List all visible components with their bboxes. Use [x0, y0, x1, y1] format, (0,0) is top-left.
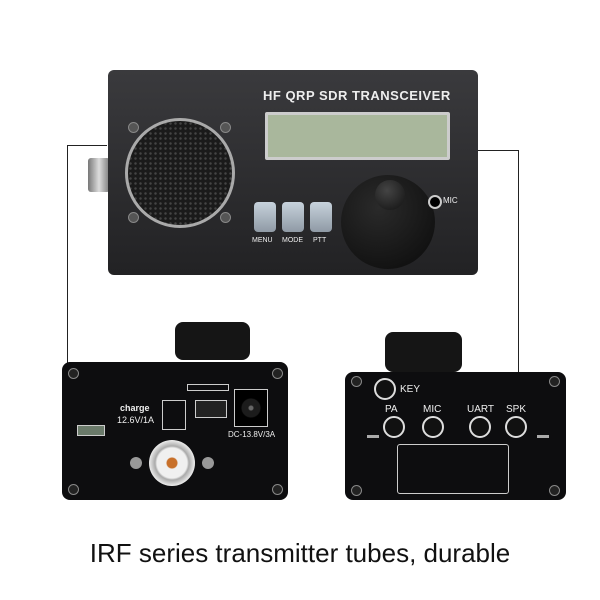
- mode-label: MODE: [282, 237, 303, 244]
- charge-rating: 12.6V/1A: [117, 415, 155, 425]
- mic-jack-label: MIC: [423, 404, 442, 415]
- connector-line: [67, 145, 68, 365]
- transceiver-front: HF QRP SDR TRANSCEIVER MENU MODE PTT MIC: [108, 70, 478, 275]
- ptt-label: PTT: [313, 237, 327, 244]
- socket-screw: [130, 457, 142, 469]
- mic-jack: [428, 195, 442, 209]
- rear-panel-power: charge 12.6V/1A DC-13.8V/3A: [62, 362, 288, 500]
- screw: [549, 376, 560, 387]
- screw: [220, 122, 231, 133]
- connector-line: [67, 145, 107, 146]
- caption: IRF series transmitter tubes, durable: [89, 538, 511, 568]
- label-window: [397, 444, 509, 494]
- usb-port: [77, 425, 105, 436]
- power-switch[interactable]: [195, 400, 227, 418]
- label-strip: [187, 384, 229, 391]
- device-title: HF QRP SDR TRANSCEIVER: [263, 88, 451, 103]
- mic-jack: [422, 416, 444, 438]
- screw: [128, 122, 139, 133]
- led-indicator: [537, 435, 549, 438]
- spk-label: SPK: [506, 404, 527, 415]
- key-jack: [374, 378, 396, 400]
- dc-jack: [234, 389, 268, 427]
- knob-finger-dimple: [375, 180, 405, 210]
- pa-label: PA: [385, 404, 398, 415]
- menu-button[interactable]: [254, 202, 276, 232]
- screw: [272, 484, 283, 495]
- screw: [272, 368, 283, 379]
- pa-jack: [383, 416, 405, 438]
- screw: [549, 485, 560, 496]
- charge-jack: [162, 400, 186, 430]
- antenna-connector: [88, 158, 110, 192]
- screw: [68, 368, 79, 379]
- speaker-grille: [125, 118, 235, 228]
- right-panel-knob: [385, 332, 462, 372]
- key-label: KEY: [400, 384, 421, 395]
- dc-rating: DC-13.8V/3A: [228, 430, 276, 439]
- charge-label: charge: [120, 403, 150, 413]
- uart-jack: [469, 416, 491, 438]
- uart-label: UART: [467, 404, 495, 415]
- so239-antenna-socket: [149, 440, 195, 486]
- lcd-display: [265, 112, 450, 160]
- led-indicator: [367, 435, 379, 438]
- screw: [68, 484, 79, 495]
- ptt-button[interactable]: [310, 202, 332, 232]
- spk-jack: [505, 416, 527, 438]
- screw: [351, 485, 362, 496]
- menu-label: MENU: [252, 237, 273, 244]
- left-panel-knob: [175, 322, 250, 360]
- socket-screw: [202, 457, 214, 469]
- rear-panel-io: KEY PA MIC UART SPK: [345, 372, 566, 500]
- mic-label: MIC: [443, 196, 458, 205]
- screw: [351, 376, 362, 387]
- connector-line: [478, 150, 518, 151]
- screw: [128, 212, 139, 223]
- mode-button[interactable]: [282, 202, 304, 232]
- connector-line: [518, 150, 519, 372]
- screw: [220, 212, 231, 223]
